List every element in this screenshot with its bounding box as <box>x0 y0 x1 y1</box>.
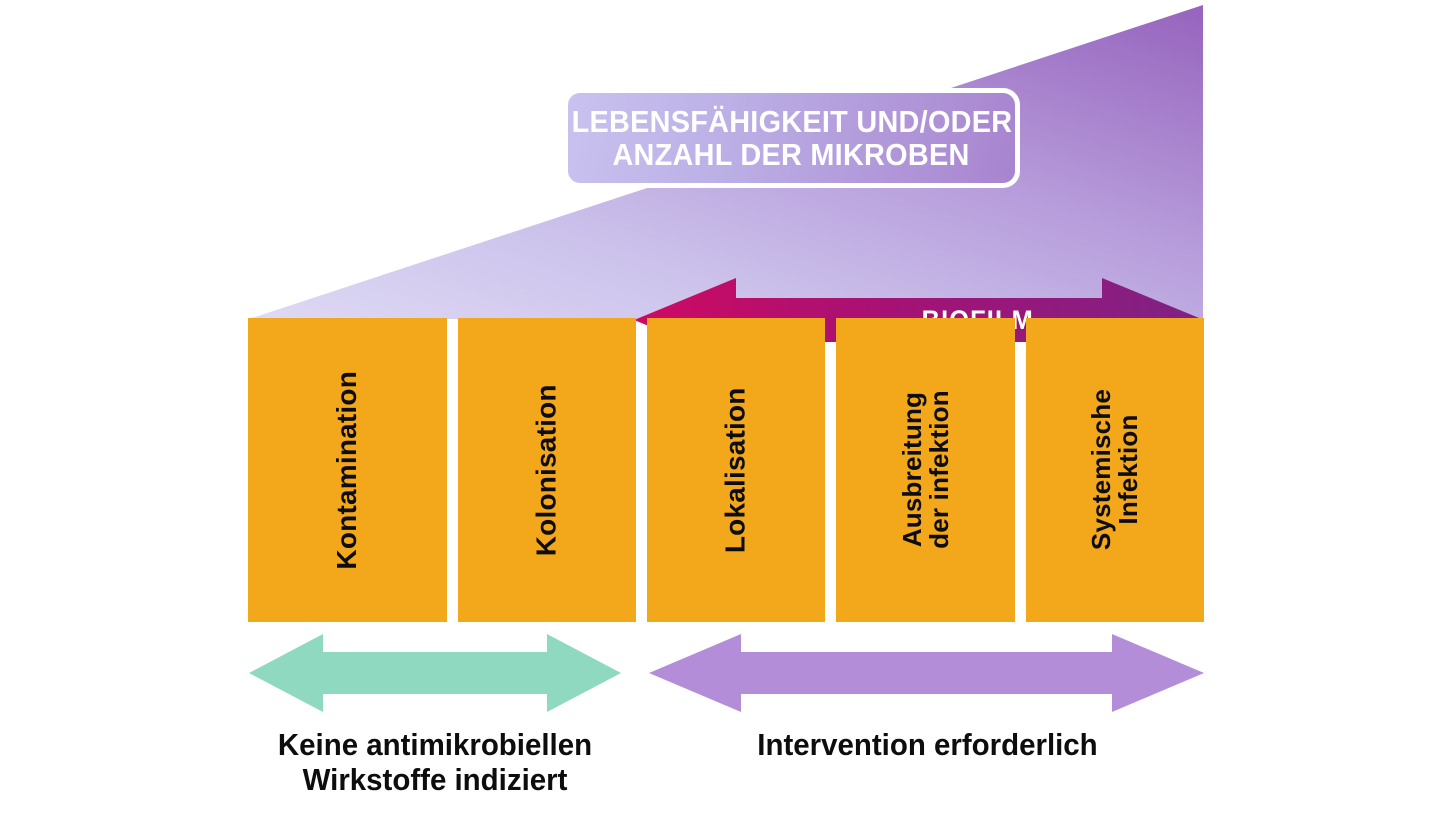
caption-left-line-2: Wirkstoffe indiziert <box>302 761 568 797</box>
stage-box-lokalisation[interactable]: Lokalisation <box>646 318 826 622</box>
stage-label-kolonisation: Kolonisation <box>530 384 562 556</box>
stage-label-kontamination: Kontamination <box>331 370 363 570</box>
stage-box-kontamination[interactable]: Kontamination <box>248 318 447 622</box>
stage-box-row: Kontamination Kolonisation Lokalisation … <box>248 318 1205 622</box>
caption-right-line-1: Intervention erforderlich <box>757 727 1098 762</box>
stage-label-line-1: Systemische <box>1086 389 1117 551</box>
stage-label-line-1: Kontamination <box>331 370 363 570</box>
stage-label-lokalisation: Lokalisation <box>719 387 751 553</box>
title-line-1: LEBENSFÄHIGKEIT UND/ODER <box>571 103 1012 139</box>
stage-box-kolonisation[interactable]: Kolonisation <box>457 318 636 622</box>
stage-label-line-1: Lokalisation <box>719 387 751 553</box>
no-antimicrobial-arrow-shape <box>249 634 621 712</box>
no-antimicrobial-arrow <box>249 634 621 712</box>
intervention-arrow-shape <box>649 634 1204 712</box>
title-plaque: LEBENSFÄHIGKEIT UND/ODER ANZAHL DER MIKR… <box>563 88 1020 188</box>
stage-label-line-1: Ausbreitung <box>896 392 927 548</box>
title-line-2: ANZAHL DER MIKROBEN <box>612 137 971 172</box>
caption-intervention: Intervention erforderlich <box>655 727 1200 763</box>
stage-label-line-2: Infektion <box>1112 414 1143 526</box>
stage-label-line-2: der infektion <box>923 390 954 550</box>
stage-box-ausbreitung[interactable]: Ausbreitung der infektion <box>836 318 1015 622</box>
stage-label-ausbreitung: Ausbreitung der infektion <box>896 390 954 550</box>
intervention-arrow <box>649 634 1204 712</box>
stage-label-line-1: Kolonisation <box>530 384 562 556</box>
caption-left-line-1: Keine antimikrobiellen <box>277 727 593 762</box>
caption-no-antimicrobial: Keine antimikrobiellen Wirkstoffe indizi… <box>215 727 655 797</box>
stage-label-systemische-infektion: Systemische Infektion <box>1086 389 1143 551</box>
stage-box-systemische-infektion[interactable]: Systemische Infektion <box>1025 318 1205 622</box>
